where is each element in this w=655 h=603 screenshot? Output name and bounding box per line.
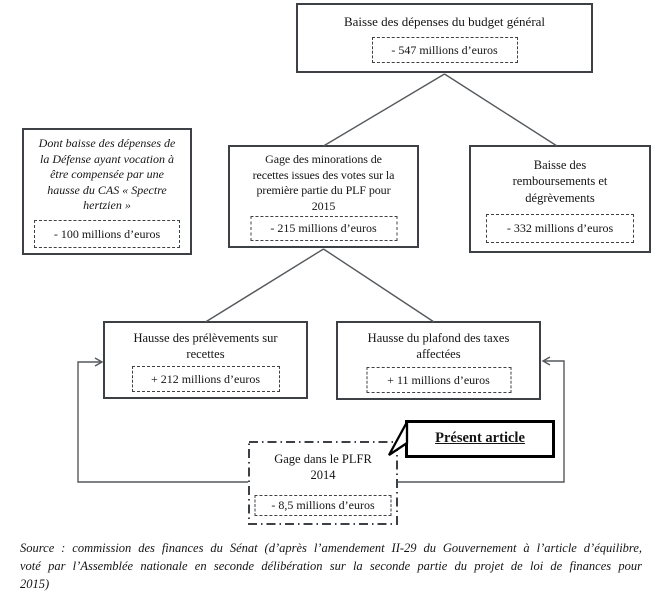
node-title: Dont baisse des dépenses de la Défense a…	[38, 136, 176, 213]
node-value: + 11 millions d’euros	[366, 367, 511, 393]
connector-top-to-right	[444, 73, 558, 147]
node-title: Hausse du plafond des taxes affectées	[367, 331, 510, 362]
connector-top-to-middle	[323, 73, 445, 147]
node-title: Baisse des remboursements et dégrèvement…	[512, 158, 608, 205]
node-value: - 547 millions d’euros	[371, 37, 518, 63]
source-note: Source : commission des finances du Séna…	[20, 541, 642, 591]
arrowhead-left-icon	[94, 357, 104, 367]
node-value: - 332 millions d’euros	[486, 214, 634, 243]
node-hausse-plafond-taxes-affectees: Hausse du plafond des taxes affectées + …	[336, 321, 541, 400]
node-value: - 215 millions d’euros	[250, 216, 397, 241]
node-hausse-prelevements-recettes: Hausse des prélèvements sur recettes + 2…	[103, 321, 308, 399]
node-baisse-remboursements-degrevements: Baisse des remboursements et dégrèvement…	[469, 145, 651, 253]
node-title: Baisse des dépenses du budget général	[343, 14, 546, 29]
connector-middle-to-lowerleft	[205, 248, 324, 323]
node-title: Gage dans le PLFR 2014	[274, 452, 372, 483]
node-baisse-depenses-budget-general: Baisse des dépenses du budget général - …	[296, 3, 593, 73]
node-defense-cas-spectre-hertzien: Dont baisse des dépenses de la Défense a…	[22, 128, 192, 255]
node-value: - 100 millions d’euros	[34, 220, 180, 248]
node-gage-minorations-recettes: Gage des minorations de recettes issues …	[228, 145, 419, 248]
node-title: Gage des minorations de recettes issues …	[252, 152, 395, 213]
arrowhead-right-icon	[541, 356, 551, 366]
present-article-callout: Présent article	[405, 420, 555, 458]
node-value: + 212 millions d’euros	[131, 366, 280, 392]
node-title: Hausse des prélèvements sur recettes	[133, 331, 278, 362]
node-value: - 8,5 millions d’euros	[254, 495, 392, 516]
node-gage-plfr-2014: Gage dans le PLFR 2014 - 8,5 millions d’…	[248, 441, 398, 525]
callout-label: Présent article	[435, 430, 525, 446]
connector-middle-to-lowerright	[323, 248, 435, 323]
